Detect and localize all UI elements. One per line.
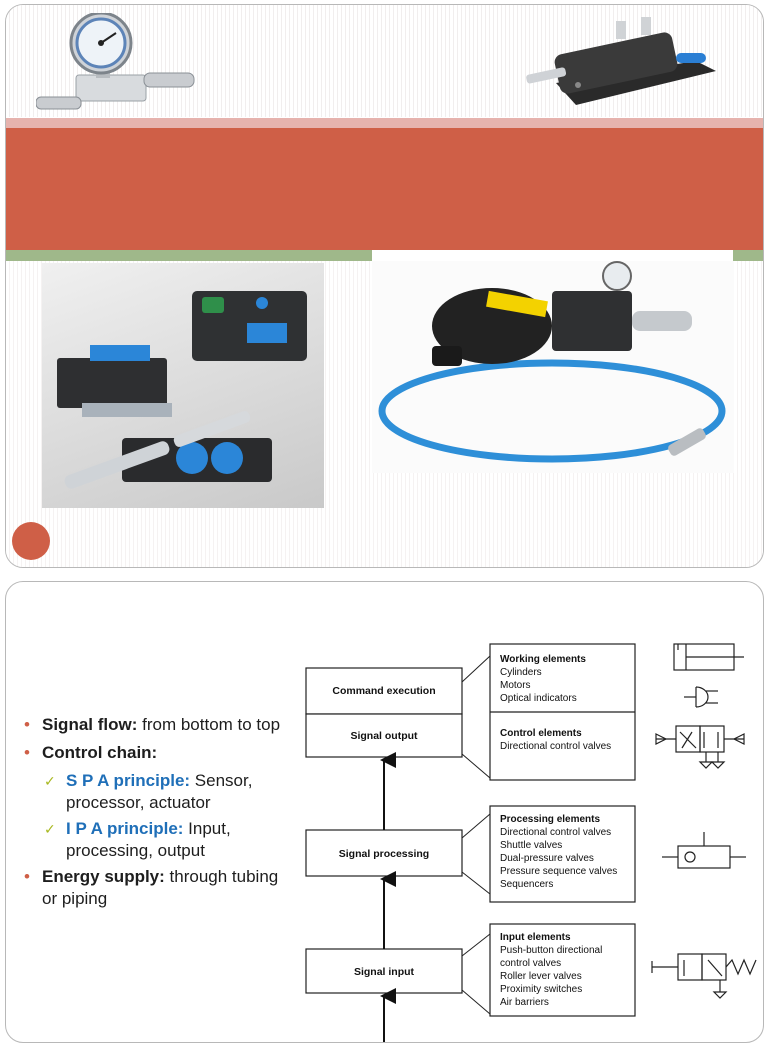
sub-bullet-text: Input, processing, output [66, 819, 231, 860]
element-group-title: Control elements [500, 728, 582, 739]
element-group-title: Working elements [500, 654, 586, 665]
element-item: Dual-pressure valves [500, 853, 594, 864]
element-item: Roller lever valves [500, 971, 582, 982]
element-item: Directional control valves [500, 827, 611, 838]
command-execution-box [305, 667, 463, 715]
push-button-valve-symbol-icon [651, 953, 757, 999]
bullet-control-chain: • Control chain: [24, 743, 158, 762]
element-item: Air barriers [500, 997, 549, 1008]
title-band [6, 128, 763, 250]
cylinder-photo [516, 13, 731, 113]
element-item: Motors [500, 680, 531, 691]
element-group-title: Processing elements [500, 814, 600, 825]
bullet-text: through tubing or piping [42, 867, 279, 908]
element-item: Push-button directional [500, 945, 602, 956]
bullet-label: Control chain: [42, 743, 158, 762]
sub-bullet-label: S P A principle: [66, 771, 191, 790]
signal-input-box [305, 948, 463, 994]
element-item: control valves [500, 958, 561, 969]
element-item: Optical indicators [500, 693, 577, 704]
element-item: Proximity switches [500, 984, 582, 995]
accent-band [6, 118, 763, 128]
bullet-text: from bottom to top [137, 715, 281, 734]
element-item: Sequencers [500, 879, 553, 890]
slide-2: • Signal flow: from bottom to top • Cont… [5, 581, 764, 1043]
signal-processing-box [305, 829, 463, 877]
check-icon: ✓ [44, 773, 56, 789]
cylinder-symbol-icon [673, 643, 744, 671]
check-icon: ✓ [44, 821, 56, 837]
level-label: Signal processing [339, 848, 429, 860]
directional-valve-symbol-icon [655, 725, 745, 769]
element-group-title: Input elements [500, 932, 571, 943]
pneumatic-components-photo [42, 263, 324, 508]
bullet-energy-supply: • Energy supply: through tubing or pipin… [24, 867, 279, 908]
optical-indicator-symbol-icon [684, 686, 718, 708]
bullet-list: • Signal flow: from bottom to top • Cont… [24, 714, 294, 916]
bullet-label: Energy supply: [42, 867, 165, 886]
element-item: Shuttle valves [500, 840, 562, 851]
slide-1 [5, 4, 764, 568]
level-label: Command execution [332, 685, 435, 697]
decorative-dot [12, 522, 50, 560]
level-label: Signal input [354, 966, 415, 978]
bullet-label: Signal flow: [42, 715, 138, 734]
sub-bullet-text: Sensor, processor, actuator [66, 771, 253, 812]
element-item: Pressure sequence valves [500, 866, 617, 877]
sub-bullet-spa: ✓ S P A principle: Sensor, processor, ac… [24, 770, 294, 814]
element-item: Cylinders [500, 667, 542, 678]
sub-bullet-ipa: ✓ I P A principle: Input, processing, ou… [24, 818, 294, 862]
signal-output-box [305, 713, 463, 758]
element-item: Directional control valves [500, 741, 611, 752]
air-reservoir-regulator-photo [372, 261, 734, 473]
level-label: Signal output [350, 730, 418, 742]
control-chain-diagram: Command execution Signal output Signal p… [305, 643, 757, 1042]
sub-bullet-label: I P A principle: [66, 819, 184, 838]
pressure-gauge-photo [36, 13, 196, 118]
bullet-signal-flow: • Signal flow: from bottom to top [24, 715, 281, 734]
shuttle-valve-symbol-icon [662, 832, 746, 869]
